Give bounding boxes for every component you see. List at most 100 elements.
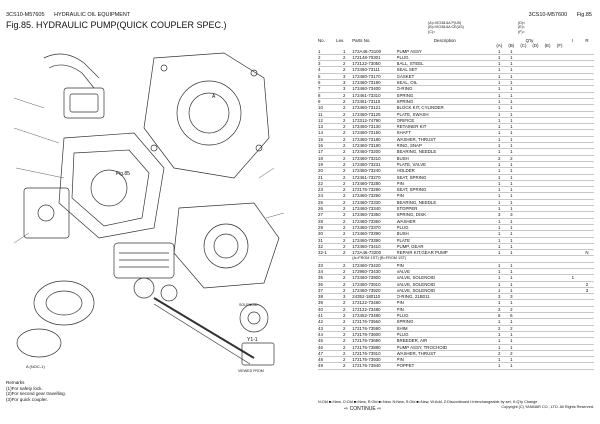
qty-b-cell: 1 [505,249,518,257]
qty-b-cell: 1 [505,129,518,137]
qty-f-cell [553,249,566,257]
qty-c-cell [517,98,530,106]
row-number-cell: 25 [318,199,337,207]
part-number-cell: 172960-73430 [352,268,397,276]
row-number-cell: 46 [318,344,337,351]
description-cell: SHAFT [396,129,494,137]
qty-e-cell [541,85,554,93]
qty-c-cell [517,142,530,150]
qty-b-cell: 1 [505,180,518,188]
qty-b-cell: 1 [505,66,518,74]
part-number-cell: 172176-73600 [352,331,397,339]
description-cell: PIN [396,262,494,270]
qty-c-cell [517,237,530,244]
qty-a-cell: 1 [493,186,506,194]
qty-b-cell: 1 [505,92,518,99]
description-cell: VALVE [396,268,494,276]
remark-line: (3)For quick coupler. [6,396,48,402]
row-number-cell: 4 [318,66,337,74]
qty-c-cell [517,129,530,137]
qty-c-cell [517,136,530,144]
level-cell: 2 [336,218,353,225]
qty-e-cell [541,54,554,62]
continue-link[interactable]: ⇨ CONTINUE ⇨ [344,406,382,412]
r-flag-cell [579,362,594,370]
part-number-cell: 172176-73690 [352,337,397,345]
qty-b-cell: 1 [505,85,518,93]
qty-a-cell: 1 [493,174,506,181]
qty-e-cell [541,136,554,144]
parts-table: No. Lev. Parts No. Description Q'ty I R … [318,38,594,370]
qty-d-cell [529,281,542,288]
col-qty: Q'ty [525,38,534,43]
qty-d-cell [529,312,542,320]
col-lev: Lev. [336,38,345,43]
col-qty-d: (D) [532,43,539,49]
qty-e-cell [541,281,554,288]
part-number-cell: 172460-73910 [352,281,397,288]
part-number-cell: 172460-73360 [352,218,397,225]
description-cell: O-RING, 21B011 [396,293,494,301]
r-flag-cell [579,268,594,276]
row-number-cell: 30 [318,230,337,238]
i-flag-cell [565,268,580,276]
r-flag-cell: 2 [579,281,594,288]
r-flag-cell [579,92,594,99]
r-flag-cell [579,199,594,207]
qty-c-cell [517,79,530,87]
qty-d-cell [529,230,542,238]
qty-d-cell [529,344,542,351]
qty-b-cell: 2 [505,306,518,314]
part-number-cell: 172460-73370 [352,224,397,232]
qty-f-cell [553,48,566,55]
i-flag-cell [565,230,580,238]
part-number-cell: 172460-73400 [352,85,397,93]
qty-b-cell: 1 [505,161,518,169]
row-number-cell: 17 [318,148,337,156]
qty-a-cell: 1 [493,54,506,62]
part-number-cell: 172452-73480 [352,312,397,320]
version-note: (E)= [518,25,525,30]
qty-a-cell: 1 [493,318,506,326]
qty-e-cell [541,224,554,232]
row-number-cell: 47 [318,350,337,358]
level-cell: 2 [336,230,353,238]
description-cell: SPRING [396,318,494,326]
row-number-cell: 26 [318,205,337,213]
qty-c-cell [517,344,530,351]
i-flag-cell [565,287,580,295]
qty-c-cell [517,205,530,213]
level-cell: 2 [336,66,353,74]
level-cell: 2 [336,262,353,270]
level-cell: 2 [336,287,353,295]
part-number-cell: 172461-73110 [352,98,397,106]
qty-d-cell [529,362,542,370]
r-flag-cell [579,350,594,358]
qty-e-cell [541,142,554,150]
description-cell: GASKET [396,73,494,81]
qty-d-cell [529,111,542,118]
qty-c-cell [517,331,530,339]
row-number-cell: 34 [318,268,337,276]
row-number-cell: 19 [318,161,337,169]
qty-a-cell: 1 [493,48,506,55]
qty-c-cell [517,54,530,62]
i-flag-cell [565,48,580,55]
i-flag-cell [565,180,580,188]
row-number-cell: 36 [318,281,337,288]
qty-a-cell: 1 [493,331,506,339]
level-cell: 2 [336,155,353,162]
i-flag-cell [565,148,580,156]
r-flag-cell [579,262,594,270]
qty-c-cell [517,211,530,219]
i-flag-cell [565,98,580,106]
i-flag-cell [565,299,580,307]
